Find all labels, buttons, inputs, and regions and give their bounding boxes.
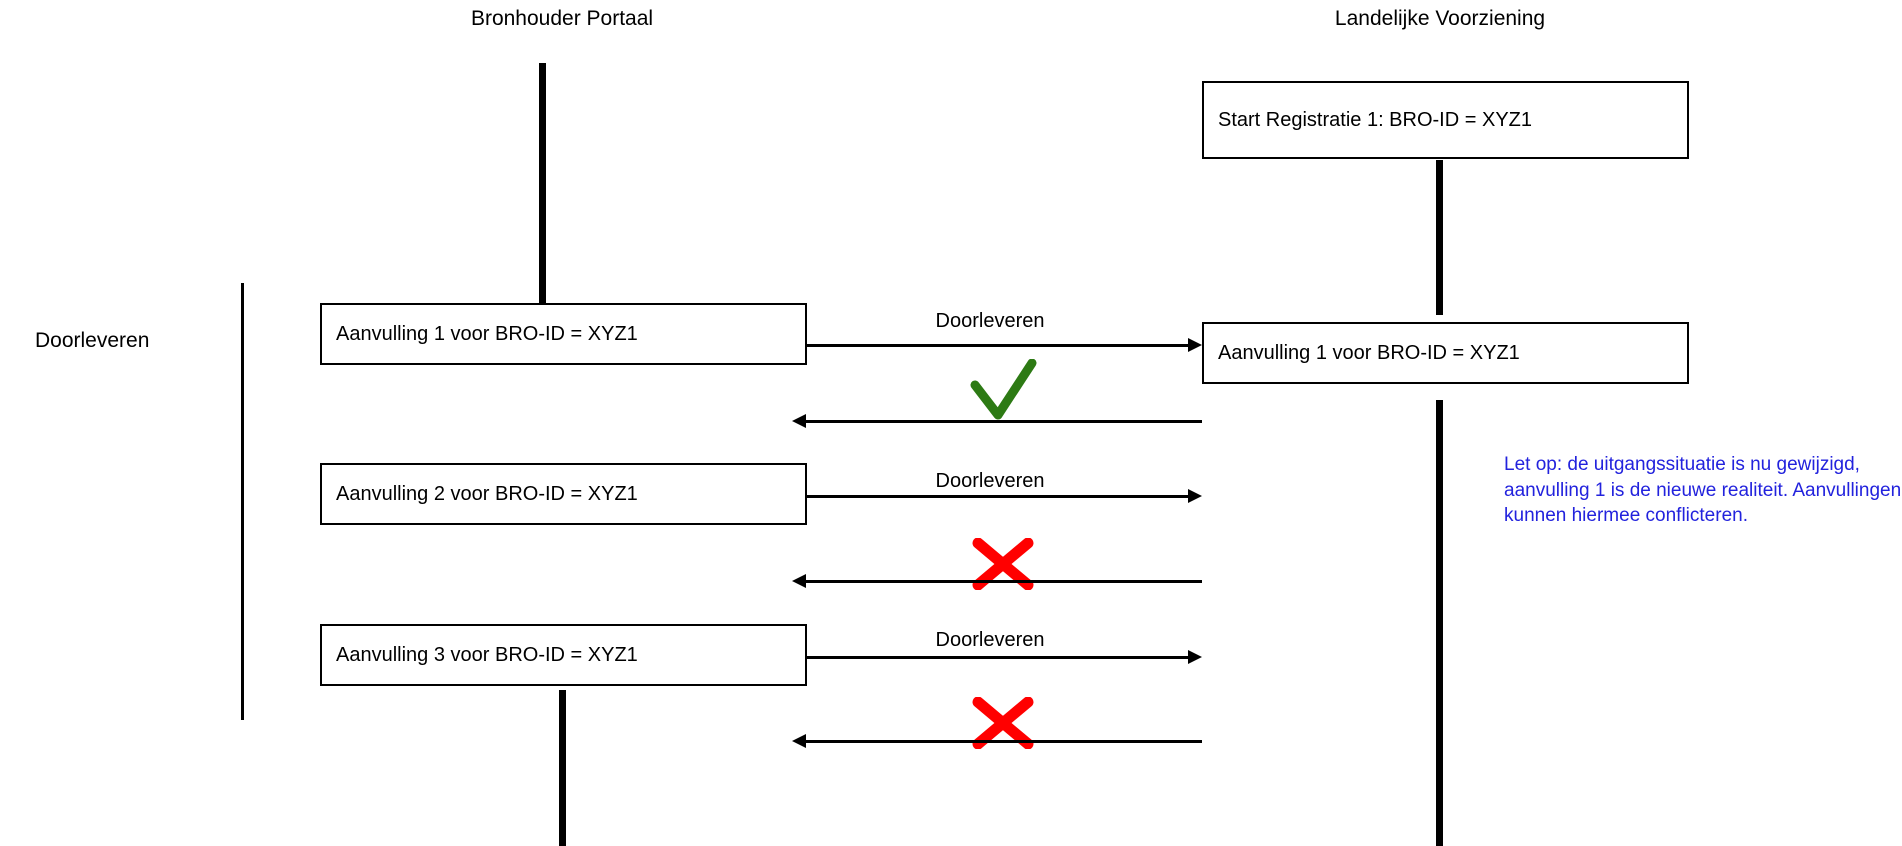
arrow-line-msg-3-response bbox=[806, 740, 1202, 743]
lifeline-bronhouder-portaal-top bbox=[539, 63, 546, 303]
arrow-label-msg-2-request: Doorleveren bbox=[935, 470, 1045, 492]
arrow-head-msg-3-response bbox=[792, 734, 806, 748]
arrow-head-msg-2-request bbox=[1188, 489, 1202, 503]
lifeline-landelijke-voorziening-bottom bbox=[1436, 400, 1443, 846]
arrow-line-msg-2-request bbox=[807, 495, 1188, 498]
arrow-label-msg-3-request: Doorleveren bbox=[935, 629, 1045, 651]
box-aanvulling-3-left-label: Aanvulling 3 voor BRO-ID = XYZ1 bbox=[336, 643, 638, 666]
box-aanvulling-1-left-label: Aanvulling 1 voor BRO-ID = XYZ1 bbox=[336, 322, 638, 345]
lane-title-bronhouder-portaal: Bronhouder Portaal bbox=[470, 7, 654, 30]
lifeline-landelijke-voorziening-top bbox=[1436, 160, 1443, 315]
side-label-doorleveren: Doorleveren bbox=[35, 329, 150, 352]
annotation-note: Let op: de uitgangssituatie is nu gewijz… bbox=[1504, 454, 1902, 527]
arrow-line-msg-3-request bbox=[807, 656, 1188, 659]
failure-cross-icon-msg-2 bbox=[972, 538, 1034, 590]
lifeline-bronhouder-portaal-bottom bbox=[559, 690, 566, 846]
doorleveren-bracket bbox=[241, 283, 244, 720]
box-aanvulling-1-right-label: Aanvulling 1 voor BRO-ID = XYZ1 bbox=[1218, 341, 1520, 364]
box-start-registratie[interactable]: Start Registratie 1: BRO-ID = XYZ1 bbox=[1202, 81, 1689, 159]
arrow-head-msg-2-response bbox=[792, 574, 806, 588]
success-check-icon-msg-1 bbox=[970, 359, 1037, 420]
lane-title-landelijke-voorziening: Landelijke Voorziening bbox=[1334, 7, 1546, 30]
box-aanvulling-3-left[interactable]: Aanvulling 3 voor BRO-ID = XYZ1 bbox=[320, 624, 807, 686]
arrow-head-msg-1-response bbox=[792, 414, 806, 428]
arrow-line-msg-2-response bbox=[806, 580, 1202, 583]
box-aanvulling-1-left[interactable]: Aanvulling 1 voor BRO-ID = XYZ1 bbox=[320, 303, 807, 365]
arrow-line-msg-1-response bbox=[806, 420, 1202, 423]
box-start-registratie-label: Start Registratie 1: BRO-ID = XYZ1 bbox=[1218, 108, 1532, 131]
arrow-head-msg-1-request bbox=[1188, 338, 1202, 352]
arrow-label-msg-1-request: Doorleveren bbox=[935, 310, 1045, 332]
arrow-line-msg-1-request bbox=[807, 344, 1188, 347]
box-aanvulling-2-left-label: Aanvulling 2 voor BRO-ID = XYZ1 bbox=[336, 482, 638, 505]
arrow-head-msg-3-request bbox=[1188, 650, 1202, 664]
failure-cross-icon-msg-3 bbox=[972, 697, 1034, 749]
box-aanvulling-1-right[interactable]: Aanvulling 1 voor BRO-ID = XYZ1 bbox=[1202, 322, 1689, 384]
box-aanvulling-2-left[interactable]: Aanvulling 2 voor BRO-ID = XYZ1 bbox=[320, 463, 807, 525]
